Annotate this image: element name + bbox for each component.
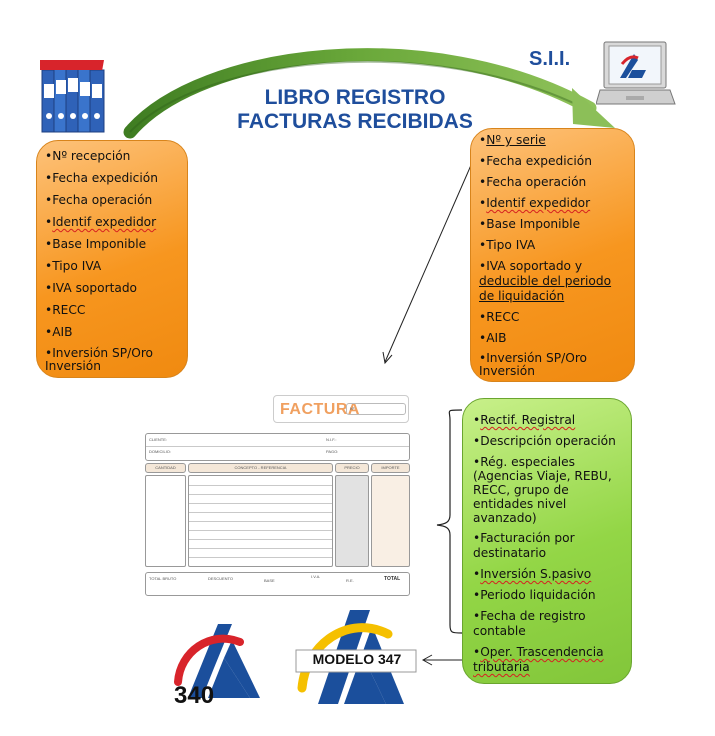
vat-label: I.V.A.	[311, 574, 321, 579]
left-item: Fecha operación	[45, 193, 179, 208]
title-line-1: LIBRO REGISTRO	[264, 86, 446, 109]
green-item-text: Inversión S.pasivo	[480, 567, 592, 581]
total-label: TOTAL	[384, 576, 401, 582]
green-item: Fecha de registro contable	[473, 609, 623, 639]
right-item: AIB	[479, 331, 626, 346]
totals-row: TOTAL BRUTO DESCUENTO BASE I.V.A. R.E. T…	[145, 572, 410, 596]
laptop-icon	[596, 41, 676, 105]
right-item: Fecha operación	[479, 175, 626, 190]
green-item: Facturación por destinatario	[473, 531, 623, 561]
additional-fields-box: Rectif. Registral Descripción operación …	[462, 398, 632, 684]
left-item: Base Imponible	[45, 237, 179, 252]
re-label: R.E.	[346, 578, 354, 583]
right-item-text: IVA soportado y	[486, 259, 583, 273]
column-header: CANTIDAD	[145, 463, 186, 473]
green-item: Descripción operación	[473, 434, 623, 449]
concept-column	[188, 475, 333, 567]
page-title: LIBRO REGISTRO FACTURAS RECIBIDAS	[190, 86, 520, 134]
green-item-text: Oper. Trascendencia tributaria	[473, 645, 604, 674]
green-item: Inversión S.pasivo	[473, 567, 623, 582]
left-item: Fecha expedición	[45, 171, 179, 186]
price-column	[335, 475, 369, 567]
client-box: CLIENTE: N.I.F.: DOMICILIO: PAGO:	[145, 433, 410, 461]
logo-340-text: 340	[174, 682, 215, 709]
column-header: PRECIO	[335, 463, 369, 473]
gross-total-label: TOTAL BRUTO	[149, 576, 177, 581]
green-item: Rectif. Registral	[473, 413, 623, 428]
left-item: RECC	[45, 303, 179, 318]
left-item: AIB	[45, 325, 179, 340]
green-item: Oper. Trascendencia tributaria	[473, 645, 623, 675]
right-item: Nº y serie	[479, 133, 626, 148]
address-label: DOMICILIO:	[149, 449, 172, 454]
left-item: Inversión SP/Oro Inversión	[45, 347, 179, 373]
quantity-column	[145, 475, 186, 567]
right-item: Base Imponible	[479, 217, 626, 232]
base-label: BASE	[264, 578, 275, 583]
right-item: Inversión SP/Oro Inversión	[479, 352, 626, 378]
aeat-logo-347-icon	[295, 610, 417, 704]
nif-label: N.I.F.:	[326, 437, 337, 442]
invoice-heading: FACTURA	[280, 401, 360, 418]
payment-label: PAGO:	[326, 449, 339, 454]
right-item-text: Identif expedidor	[486, 196, 591, 210]
left-item: Identif expedidor	[45, 215, 179, 230]
left-fields-box: Nº recepción Fecha expedición Fecha oper…	[36, 140, 188, 378]
amount-column	[371, 475, 410, 567]
right-item: Identif expedidor	[479, 196, 626, 211]
sii-label: S.I.I.	[529, 48, 571, 70]
right-item-underlined: deducible del periodo de liquidación	[479, 274, 612, 303]
green-item-text: Rég. especiales (Agencias Viaje, REBU, R…	[473, 455, 612, 525]
left-item: Nº recepción	[45, 149, 179, 164]
right-item: IVA soportado y deducible del periodo de…	[479, 259, 626, 304]
right-item: Tipo IVA	[479, 238, 626, 253]
column-header: CONCEPTO - REFERENCIA	[188, 463, 333, 473]
client-label: CLIENTE:	[149, 437, 168, 442]
discount-label: DESCUENTO	[208, 576, 234, 581]
right-item: RECC	[479, 310, 626, 325]
green-item: Rég. especiales (Agencias Viaje, REBU, R…	[473, 455, 623, 525]
left-item-text: Identif expedidor	[52, 215, 157, 229]
green-item-text: Rectif. Registral	[480, 413, 576, 427]
invoice-form: FACTURA Nº CLIENTE: N.I.F.: DOMICILIO: P…	[145, 395, 410, 596]
aeat-logo-340-icon	[174, 624, 260, 698]
modelo-347-logo: MODELO 347	[292, 604, 422, 714]
green-item: Periodo liquidación	[473, 588, 623, 603]
binders-icon	[40, 60, 105, 133]
column-header: IMPORTE	[371, 463, 410, 473]
invoice-number-field: Nº	[346, 403, 406, 415]
modelo-340-logo: 340	[170, 612, 270, 712]
right-item-text: Nº y serie	[486, 133, 546, 147]
invoice-header: FACTURA Nº	[273, 395, 409, 423]
title-line-2: FACTURAS RECIBIDAS	[237, 110, 473, 133]
left-item: Tipo IVA	[45, 259, 179, 274]
logo-347-text: MODELO 347	[312, 651, 402, 667]
right-item: Fecha expedición	[479, 154, 626, 169]
right-fields-box: Nº y serie Fecha expedición Fecha operac…	[470, 128, 635, 382]
left-item: IVA soportado	[45, 281, 179, 296]
